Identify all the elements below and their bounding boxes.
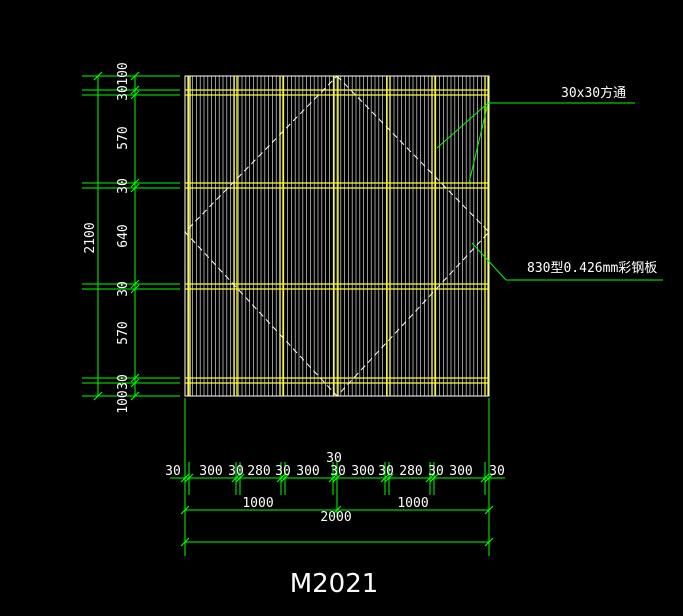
left-segment-dim-text: 570 <box>116 126 131 149</box>
bottom-tick <box>328 473 338 483</box>
bottom-tick <box>235 473 245 483</box>
bottom-half-tick <box>332 505 342 515</box>
bottom-segment-dim-text: 300 <box>296 464 319 479</box>
left-tick <box>130 90 140 100</box>
drawing-title: M2021 <box>290 569 379 599</box>
bottom-segment-dim-text: 30 <box>378 464 394 479</box>
bottom-segment-dim-text: 30 <box>275 464 291 479</box>
bottom-tick <box>280 473 290 483</box>
bottom-tick <box>332 473 342 483</box>
bottom-overall-tick <box>180 537 190 547</box>
bottom-segment-dim-text: 280 <box>399 464 422 479</box>
bottom-tick <box>425 473 435 483</box>
left-segment-dim-text: 30 <box>116 178 131 194</box>
bottom-segment-dim-text: 30 <box>489 464 505 479</box>
bottom-segment-dim-text: 30 <box>428 464 444 479</box>
left-tick <box>130 373 140 383</box>
bottom-tick <box>184 473 194 483</box>
tube-frame <box>185 76 489 396</box>
left-tick <box>130 391 140 401</box>
bottom-segment-dim-text: 300 <box>351 464 374 479</box>
bottom-tick <box>231 473 241 483</box>
left-segment-dim-text: 100 <box>116 62 131 85</box>
bottom-tick <box>276 473 286 483</box>
panel-leader <box>471 242 663 281</box>
left-segment-dim-text: 30 <box>116 85 131 101</box>
left-tick <box>130 183 140 193</box>
bottom-segment-dim-text: 30 <box>330 464 346 479</box>
tube-annotation: 30x30方通 <box>561 85 626 101</box>
tube-leader <box>436 102 635 184</box>
left-tick <box>130 378 140 388</box>
left-segment-dim-text: 570 <box>116 321 131 344</box>
bottom-segment-dim-text: 300 <box>199 464 222 479</box>
bottom-segment-dim-text: 30 <box>228 464 244 479</box>
bottom-segment-dim-text: 280 <box>247 464 270 479</box>
bottom-segment-dim-text: 30 <box>165 464 181 479</box>
left-tick <box>130 284 140 294</box>
left-segment-dim-text: 30 <box>116 281 131 297</box>
bottom-tick <box>480 473 490 483</box>
bottom-tick <box>380 473 390 483</box>
bottom-tick <box>384 473 394 483</box>
panel-annotation: 830型0.426mm彩钢板 <box>527 261 657 276</box>
left-tick <box>130 85 140 95</box>
bottom-half-dim-text-right: 1000 <box>397 496 428 511</box>
bottom-tick <box>429 473 439 483</box>
steel-panel-ribs <box>184 75 490 397</box>
left-tick <box>130 71 140 81</box>
bottom-overall-tick <box>484 537 494 547</box>
diamond-dashed-outline <box>184 75 490 397</box>
dimension-lines <box>82 71 505 556</box>
left-overall-tick <box>93 71 103 81</box>
bottom-middle-top-dim-text: 30 <box>326 451 342 466</box>
left-overall-tick <box>93 391 103 401</box>
left-segment-dim-text: 30 <box>116 374 131 390</box>
left-tick <box>130 279 140 289</box>
bottom-segment-dim-text: 300 <box>449 464 472 479</box>
left-segment-dim-text: 640 <box>116 224 131 247</box>
left-tick <box>130 178 140 188</box>
bottom-overall-dim-text: 2000 <box>320 510 351 525</box>
bottom-half-dim-text-left: 1000 <box>242 496 273 511</box>
left-segment-dim-text: 100 <box>116 390 131 413</box>
left-overall-dim-text: 2100 <box>83 222 98 253</box>
